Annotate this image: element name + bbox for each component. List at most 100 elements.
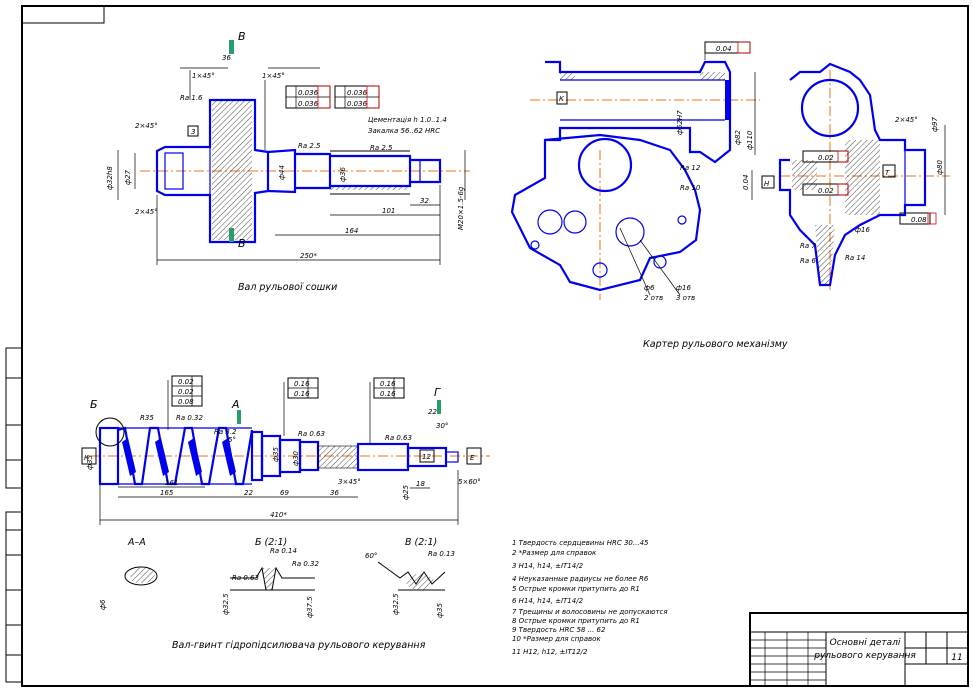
svg-text:Ra 0.32: Ra 0.32 [292, 560, 320, 568]
svg-text:Ra 0.63: Ra 0.63 [232, 574, 259, 582]
svg-text:0.02: 0.02 [818, 187, 834, 195]
svg-text:R35: R35 [140, 414, 154, 422]
svg-text:Ra 2.5: Ra 2.5 [370, 144, 393, 152]
svg-text:ф16: ф16 [855, 226, 870, 234]
svg-text:Ra 0.32: Ra 0.32 [176, 414, 204, 422]
svg-text:ф32.5: ф32.5 [222, 593, 230, 615]
svg-text:Н: Н [764, 180, 770, 188]
housing-caption: Картер рульового механізму [643, 339, 788, 350]
hardness-note: Закалка 56..62 HRC [368, 127, 440, 135]
svg-text:Ra 6: Ra 6 [800, 257, 816, 265]
svg-text:Т: Т [885, 169, 890, 177]
title-line-2: рульового керування [813, 651, 916, 661]
note-8: 8 Острые кромки притупить до R1 [512, 617, 640, 625]
svg-text:0.16: 0.16 [380, 390, 396, 398]
svg-text:36: 36 [330, 489, 339, 497]
hardening-note: Цементація h 1.0..1.4 [368, 116, 447, 124]
screw-caption: Вал-гвинт гідропідсилювача рульового кер… [172, 640, 426, 651]
svg-text:ф6: ф6 [99, 599, 107, 610]
note-4: 4 Неуказанные радиусы не более R6 [512, 575, 649, 583]
shaft-caption: Вал рульової сошки [238, 282, 337, 293]
mark-v-bottom: В [238, 237, 246, 250]
svg-text:ф37.5: ф37.5 [306, 596, 314, 618]
svg-text:Ra 10: Ra 10 [680, 184, 701, 192]
view-v-label: В (2:1) [405, 537, 437, 548]
svg-text:3: 3 [191, 128, 195, 136]
svg-text:2×45°: 2×45° [135, 122, 158, 130]
svg-text:60°: 60° [365, 552, 377, 560]
svg-text:ф27: ф27 [124, 170, 132, 185]
svg-text:0.036: 0.036 [298, 100, 319, 108]
svg-text:0.16: 0.16 [294, 390, 310, 398]
svg-text:ф97: ф97 [931, 117, 939, 132]
svg-text:ф35: ф35 [86, 455, 94, 470]
svg-text:Ra 0.63: Ra 0.63 [385, 434, 412, 442]
svg-text:0.08: 0.08 [178, 398, 194, 406]
svg-text:0.16: 0.16 [380, 380, 396, 388]
svg-text:2 отв: 2 отв [644, 294, 663, 302]
note-10: 10 *Размер для справок [512, 635, 601, 643]
svg-text:0.08: 0.08 [911, 216, 927, 224]
mark-g: Г [434, 386, 441, 399]
note-9: 9 Твердость HRC 58 ... 62 [512, 626, 606, 634]
note-11: 11 H12, h12, ±IT12/2 [512, 648, 588, 656]
svg-text:32: 32 [420, 197, 429, 205]
note-6: 6 H14, h14, ±IT14/2 [512, 597, 584, 605]
svg-text:30°: 30° [436, 422, 448, 430]
svg-text:3 отв: 3 отв [676, 294, 695, 302]
svg-text:0.036: 0.036 [298, 89, 319, 97]
svg-text:ф82: ф82 [734, 130, 742, 145]
steering-arm-shaft: 250* 164 101 32 ф32h8 ф27 M20×1.5-6g 1×4… [106, 30, 470, 293]
title-line-1: Основні деталі [830, 638, 901, 648]
svg-text:1×45°: 1×45° [192, 72, 215, 80]
svg-text:12: 12 [422, 453, 431, 461]
svg-text:0.02: 0.02 [818, 154, 834, 162]
svg-text:Ra 0.14: Ra 0.14 [270, 547, 297, 555]
svg-text:5°: 5° [228, 436, 236, 444]
svg-text:3×45°: 3×45° [338, 478, 361, 486]
svg-text:ф30: ф30 [292, 451, 300, 466]
svg-text:ф80: ф80 [936, 160, 944, 175]
svg-text:2×45°: 2×45° [135, 208, 158, 216]
steering-housing: 0.04 ф110 ф82 ф52H7 К Ra 12 Ra 10 ф6 2 о… [510, 41, 950, 350]
sheet-number: 11 [951, 653, 962, 663]
svg-text:ф35: ф35 [272, 447, 280, 462]
section-aa-label: А–А [127, 537, 146, 548]
note-2: 2 *Размер для справок [512, 549, 597, 557]
svg-text:ф110: ф110 [746, 130, 754, 150]
svg-text:Ra 2.5: Ra 2.5 [298, 142, 321, 150]
view-b-label: Б (2:1) [255, 537, 287, 548]
svg-text:69: 69 [280, 489, 289, 497]
mark-b: Б [90, 398, 98, 411]
svg-text:Ra 1.6: Ra 1.6 [180, 94, 203, 102]
svg-text:ф16: ф16 [676, 284, 691, 292]
power-steering-screw: К Е 12 410* 165 161 22 69 36 3×45° [81, 375, 490, 525]
svg-text:410*: 410* [270, 511, 287, 519]
note-1: 1 Твердость сердцевины HRC 30...45 [512, 539, 649, 547]
svg-text:0.036: 0.036 [347, 100, 368, 108]
svg-text:Ra 7: Ra 7 [800, 242, 816, 250]
svg-text:ф36: ф36 [339, 167, 347, 182]
drawing-frame [5, 5, 969, 687]
svg-text:18: 18 [416, 480, 425, 488]
svg-text:Ra 14: Ra 14 [845, 254, 865, 262]
note-5: 5 Острые кромки притупить до R1 [512, 585, 640, 593]
svg-text:22: 22 [244, 489, 253, 497]
svg-text:101: 101 [382, 207, 395, 215]
svg-text:164: 164 [345, 227, 358, 235]
technical-notes: 1 Твердость сердцевины HRC 30...45 2 *Ра… [512, 539, 668, 656]
mark-v-top: В [238, 30, 246, 43]
svg-text:Ra 3.2: Ra 3.2 [214, 428, 237, 436]
note-3: 3 H14, h14, ±IT14/2 [512, 562, 584, 570]
svg-text:К: К [559, 95, 565, 103]
svg-text:0.04: 0.04 [716, 45, 732, 53]
svg-text:ф35: ф35 [436, 603, 444, 618]
svg-text:ф6: ф6 [644, 284, 655, 292]
svg-text:165: 165 [160, 489, 174, 497]
note-7: 7 Трещины и волосовины не допускаются [512, 608, 668, 616]
svg-text:Ra 0.63: Ra 0.63 [298, 430, 325, 438]
svg-text:К: К [84, 454, 90, 462]
svg-text:0.04: 0.04 [742, 174, 750, 190]
svg-text:0.02: 0.02 [178, 388, 194, 396]
